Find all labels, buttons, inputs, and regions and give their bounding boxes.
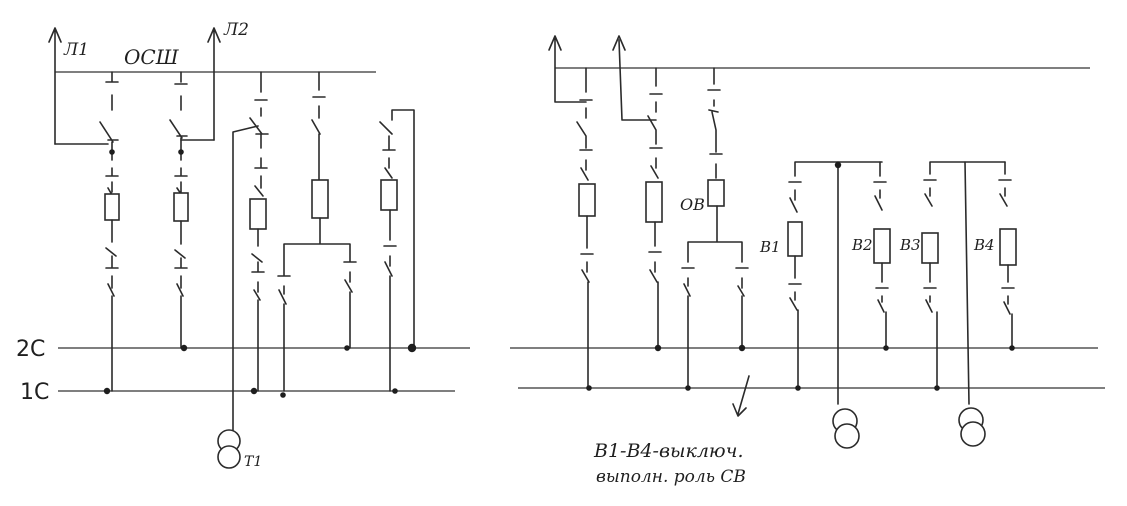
transformer-t1-coil-b (217, 445, 241, 469)
note-text-line-2: выполн. роль СВ (596, 467, 746, 487)
transformer-group-2-coil-b (960, 421, 986, 447)
label-bus-2c: 2С (16, 337, 45, 362)
right-group-b3-b4 (921, 161, 1017, 447)
breaker-right-ob (707, 179, 725, 207)
right-bay-1 (576, 67, 596, 391)
breaker-b3 (921, 232, 939, 264)
breaker-right-bay-2 (645, 181, 663, 223)
left-bay-1 (99, 71, 120, 395)
transformer-group-1-coil-b (834, 423, 860, 449)
label-breaker-b2: В2 (851, 236, 873, 254)
note-arrow (732, 375, 750, 417)
left-bay-4-coupler (277, 71, 357, 398)
label-bypass-bus: ОСШ (124, 45, 180, 69)
breaker-left-bay-4 (311, 179, 329, 219)
label-breaker-b1: В1 (759, 238, 781, 256)
label-bus-1c: 1С (20, 380, 49, 405)
label-line-1: Л1 (63, 40, 89, 60)
right-line-1-output (548, 35, 587, 103)
right-group-b1-b2 (787, 161, 891, 449)
left-bay-3-transformer (217, 71, 269, 469)
breaker-right-bay-1 (578, 183, 596, 217)
left-bay-5-bypass (379, 109, 417, 394)
breaker-b4 (999, 228, 1017, 266)
left-bay-2 (169, 71, 189, 352)
label-breaker-b3: В3 (899, 236, 921, 254)
breaker-left-bay-3 (249, 198, 267, 230)
breaker-left-bay-5 (380, 179, 398, 211)
line-1-feeder (48, 27, 109, 145)
right-scheme: ОВ В1 В2 В3 В4 В1-В4-выключ. выполн. рол… (510, 35, 1105, 487)
right-bay-3-bypass-breaker (681, 67, 749, 391)
breaker-left-bay-2 (173, 192, 189, 222)
line-2-feeder (180, 27, 221, 141)
right-line-2-output (612, 35, 657, 121)
breaker-b2 (873, 228, 891, 264)
left-scheme: Л1 Л2 ОСШ 2С 1С Т1 (16, 20, 470, 470)
breaker-left-bay-1 (104, 193, 120, 221)
right-bay-2 (645, 67, 663, 352)
note-text-line-1: В1-В4-выключ. (593, 440, 744, 462)
label-bypass-breaker-ob: ОВ (680, 195, 705, 214)
label-transformer-t1: Т1 (244, 454, 262, 470)
label-breaker-b4: В4 (973, 236, 995, 254)
breaker-b1 (787, 221, 803, 257)
label-line-2: Л2 (223, 20, 249, 40)
